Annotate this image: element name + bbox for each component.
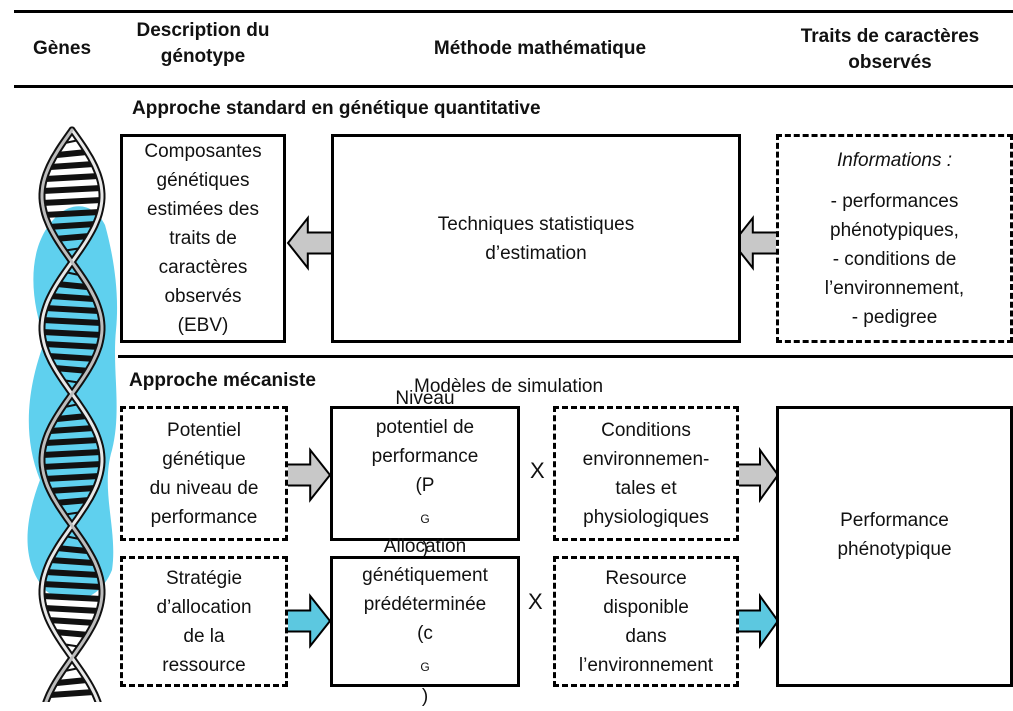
available-resource-box: Resource disponible dans l’environnement <box>553 556 739 687</box>
dna-rung <box>54 629 90 638</box>
dna-strand <box>40 128 104 702</box>
dna-rung <box>56 545 88 554</box>
genetic-potential-box: Potentiel génétique du niveau de perform… <box>120 406 288 541</box>
dna-rung <box>48 485 96 494</box>
arrow-to-statistics <box>731 215 778 271</box>
dna-rung <box>44 473 100 482</box>
dna-rung <box>50 293 94 302</box>
dna-rung <box>48 353 96 362</box>
phenotypic-performance-box: Performance phénotypique <box>776 406 1013 687</box>
dna-rung <box>41 461 103 470</box>
dna-rung <box>56 677 88 686</box>
dna-rung <box>48 617 96 626</box>
allocation-strategy-box: Stratégie d’allocation de la ressource <box>120 556 288 687</box>
dna-rung <box>50 161 94 170</box>
dna-rung <box>54 497 90 506</box>
header-genes: Gènes <box>32 38 92 59</box>
header-rule <box>14 85 1013 88</box>
dna-strands <box>38 126 106 702</box>
ebv-box: Composantes génétiques estimées des trai… <box>120 134 286 343</box>
dna-rung <box>56 149 88 158</box>
header-math-method: Méthode mathématique <box>433 38 647 59</box>
header-genotype-description: Description du génotype <box>136 20 270 67</box>
arrow-to-allocation <box>285 593 332 649</box>
genetic-allocation-box: Allocation génétiquement prédéterminée (… <box>330 536 520 707</box>
dna-rung <box>48 221 96 230</box>
arrow-to-ebv <box>286 215 333 271</box>
multiply-symbol-row2: X <box>528 589 543 614</box>
dna-rung <box>41 197 103 206</box>
dna-rung <box>49 557 95 566</box>
header-observed-traits: Traits de caractères observés <box>800 26 980 73</box>
dna-rung <box>42 317 102 326</box>
dna-rung <box>45 173 99 182</box>
dna-helix-illustration <box>27 126 118 702</box>
standard-approach-title: Approche standard en génétique quantitat… <box>132 98 541 119</box>
environmental-conditions-box: Conditions environnemen- tales et physio… <box>553 406 739 541</box>
simulation-models-label: Modèles de simulation <box>414 376 604 397</box>
section-divider <box>118 355 1013 358</box>
dna-rung <box>42 449 102 458</box>
dna-rung <box>45 305 99 314</box>
arrow-to-performance-row2 <box>737 592 780 650</box>
dna-rung <box>43 209 101 218</box>
dna-rung <box>44 341 100 350</box>
dna-rung <box>49 689 95 698</box>
dna-rung <box>45 569 99 578</box>
top-rule <box>14 10 1013 13</box>
dna-rung <box>50 425 94 434</box>
dna-rung <box>42 581 102 590</box>
arrows <box>285 215 780 650</box>
dna-strand <box>40 128 104 702</box>
dna-rung <box>41 593 103 602</box>
dna-rung <box>54 365 90 374</box>
dna-rung <box>45 437 99 446</box>
multiply-symbol-row1: X <box>530 458 545 483</box>
arrow-to-performance-row1 <box>737 446 780 504</box>
arrow-to-potential-level <box>285 447 332 503</box>
dna-rung <box>44 605 100 614</box>
mechanistic-approach-title: Approche mécaniste <box>129 370 316 391</box>
dna-rung <box>54 233 90 242</box>
dna-rung <box>41 329 103 338</box>
dna-rung <box>56 281 88 290</box>
dna-rung <box>42 185 102 194</box>
dna-rung <box>56 413 88 422</box>
statistical-techniques-box: Techniques statistiques d’estimation <box>331 134 741 343</box>
information-box: Informations : - performances phénotypiq… <box>776 134 1013 343</box>
